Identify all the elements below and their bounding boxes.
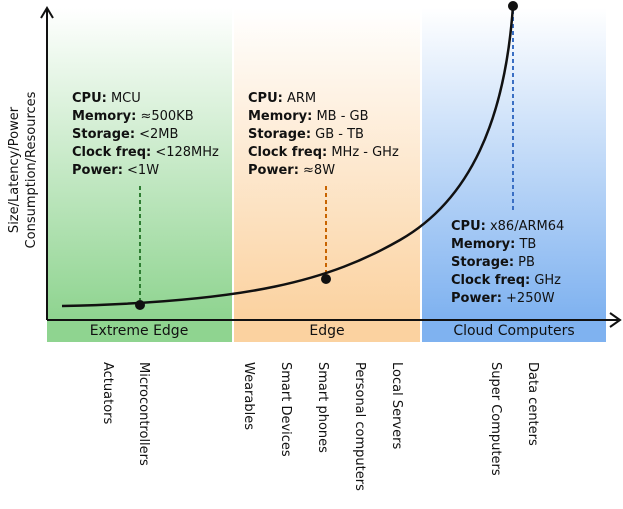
svg-text:Storage: PB: Storage: PB [451,255,535,270]
extreme-edge-specs: CPU: MCU Memory: ≈500KB Storage: <2MB Cl… [72,91,219,178]
cloud-specs: CPU: x86/ARM64 Memory: TB Storage: PB Cl… [451,219,564,306]
spec-storage-value: GB - TB [311,127,364,142]
device-wearables: Wearables [241,362,256,430]
y-axis-label: Size/Latency/Power Consumption/Resources [7,91,39,248]
spec-clock-value: <128MHz [151,145,219,160]
spec-clock-value: GHz [530,273,561,288]
device-microcontrollers: Microcontrollers [136,362,151,466]
spec-clock-value: MHz - GHz [327,145,399,160]
cloud-marker [508,1,518,11]
spec-power-value: <1W [123,163,159,178]
spec-cpu-label: CPU: [72,91,107,106]
spec-power-value: ≈8W [299,163,335,178]
edge-specs: CPU: ARM Memory: MB - GB Storage: GB - T… [248,91,399,178]
spec-storage-label: Storage: [248,127,311,142]
device-local-servers: Local Servers [389,362,404,449]
edge-band-label: Edge [309,323,344,339]
device-actuators: Actuators [100,362,115,425]
svg-text:CPU: ARM: CPU: ARM [248,91,316,106]
spec-cpu-value: x86/ARM64 [486,219,564,234]
spec-storage-value: <2MB [135,127,178,142]
svg-text:Storage: GB - TB: Storage: GB - TB [248,127,364,142]
device-data-centers: Data centers [525,362,540,446]
device-smart-phones: Smart phones [315,362,330,453]
device-smart-devices: Smart Devices [278,362,293,457]
spec-memory-value: MB - GB [312,109,368,124]
spec-memory-label: Memory: [451,237,515,252]
y-axis-label-line1: Size/Latency/Power [7,106,22,233]
growth-curve [61,5,515,308]
svg-text:CPU: MCU: CPU: MCU [72,91,141,106]
svg-text:Clock freq: <128MHz: Clock freq: <128MHz [72,145,219,160]
spec-memory-label: Memory: [72,109,136,124]
svg-text:Clock freq: GHz: Clock freq: GHz [451,273,561,288]
cloud-band [422,318,606,342]
spec-power-label: Power: [72,163,123,178]
spec-cpu-value: MCU [107,91,141,106]
spec-memory-label: Memory: [248,109,312,124]
spec-clock-label: Clock freq: [248,145,327,160]
svg-text:CPU: x86/ARM64: CPU: x86/ARM64 [451,219,564,234]
extreme-edge-band-label: Extreme Edge [90,323,189,339]
device-super-computers: Super Computers [488,362,503,476]
device-personal-computers: Personal computers [352,362,367,491]
spec-power-label: Power: [248,163,299,178]
svg-text:Power: <1W: Power: <1W [72,163,159,178]
svg-text:Power: ≈8W: Power: ≈8W [248,163,335,178]
spec-cpu-value: ARM [283,91,316,106]
svg-text:Memory: ≈500KB: Memory: ≈500KB [72,109,194,124]
x-axis-arrow [609,312,622,328]
svg-text:Storage: <2MB: Storage: <2MB [72,127,178,142]
spec-clock-label: Clock freq: [72,145,151,160]
svg-text:Memory: MB - GB: Memory: MB - GB [248,109,369,124]
y-axis-arrow [40,6,54,19]
y-axis-label-line2: Consumption/Resources [24,91,39,248]
spec-storage-value: PB [514,255,535,270]
spec-power-value: +250W [502,291,555,306]
svg-text:Memory: TB: Memory: TB [451,237,536,252]
extreme-edge-marker [135,300,145,310]
spec-storage-label: Storage: [451,255,514,270]
edge-band [234,318,420,342]
spec-cpu-label: CPU: [451,219,486,234]
svg-text:Clock freq: MHz - GHz: Clock freq: MHz - GHz [248,145,399,160]
spec-cpu-label: CPU: [248,91,283,106]
spec-memory-value: ≈500KB [136,109,193,124]
extreme-edge-band [47,318,232,342]
spec-power-label: Power: [451,291,502,306]
edge-marker [321,274,331,284]
spec-memory-value: TB [515,237,536,252]
spec-clock-label: Clock freq: [451,273,530,288]
cloud-band-label: Cloud Computers [453,323,574,339]
spec-storage-label: Storage: [72,127,135,142]
svg-text:Power: +250W: Power: +250W [451,291,555,306]
